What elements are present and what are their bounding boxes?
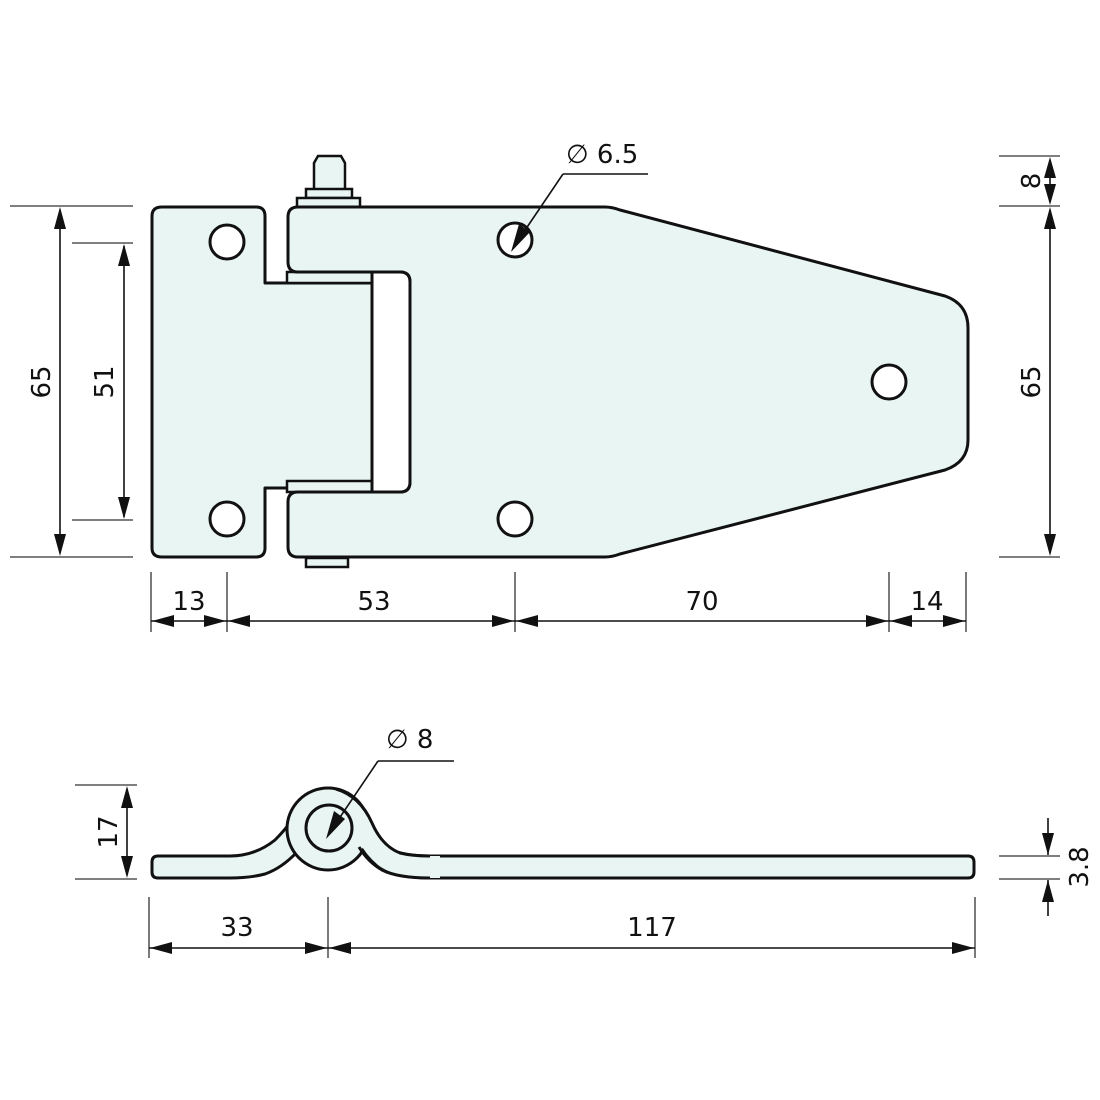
top-view: 65 51 8 65 bbox=[10, 140, 1060, 632]
dim-thickness: 3.8 bbox=[999, 818, 1095, 916]
dim-hole-spacing-left: 51 bbox=[72, 242, 133, 521]
dim-side-horizontal: 33 117 bbox=[148, 897, 976, 958]
dim-horizontal-chain: 13 53 70 14 bbox=[150, 572, 967, 632]
dim-label-14: 14 bbox=[910, 587, 943, 617]
dim-label-33: 33 bbox=[220, 913, 253, 943]
dim-hole-diameter: ∅ 6.5 bbox=[511, 140, 648, 252]
side-short-leaf bbox=[150, 818, 299, 880]
dim-label-117: 117 bbox=[627, 913, 677, 943]
dim-label-17: 17 bbox=[94, 815, 124, 848]
side-pin-hole bbox=[304, 803, 354, 853]
left-leaf bbox=[150, 205, 374, 559]
hole-left-top bbox=[208, 223, 246, 261]
dim-overall-height-left: 65 bbox=[10, 205, 133, 558]
dim-label-3-8: 3.8 bbox=[1065, 846, 1095, 887]
side-long-leaf bbox=[350, 822, 976, 880]
dim-label-65-left: 65 bbox=[27, 365, 57, 398]
side-knuckle-wrap bbox=[340, 790, 440, 878]
hole-tip bbox=[870, 363, 908, 401]
dim-label-hole-diameter: ∅ 6.5 bbox=[566, 140, 638, 170]
dim-label-65-right: 65 bbox=[1017, 365, 1047, 398]
washer-top bbox=[285, 270, 374, 285]
dim-label-8: 8 bbox=[1017, 173, 1047, 190]
dim-pin-protrusion: 8 bbox=[999, 155, 1060, 207]
hole-right-bottom bbox=[496, 500, 534, 538]
dim-overall-height-right: 65 bbox=[999, 207, 1060, 558]
dim-knuckle-height: 17 bbox=[75, 784, 137, 880]
knuckle bbox=[370, 270, 412, 494]
pin-bottom bbox=[304, 556, 350, 569]
right-leaf bbox=[286, 205, 970, 559]
pin-head bbox=[295, 154, 362, 209]
washer-bottom bbox=[285, 479, 374, 494]
side-view: ∅ 8 17 3.8 bbox=[75, 725, 1095, 958]
hole-left-bottom bbox=[208, 500, 246, 538]
dim-label-70: 70 bbox=[685, 587, 718, 617]
dim-label-53: 53 bbox=[357, 587, 390, 617]
dim-label-51: 51 bbox=[90, 365, 120, 398]
dim-label-13: 13 bbox=[172, 587, 205, 617]
dim-pin-diameter: ∅ 8 bbox=[326, 725, 454, 839]
dim-label-pin-diameter: ∅ 8 bbox=[386, 725, 433, 755]
